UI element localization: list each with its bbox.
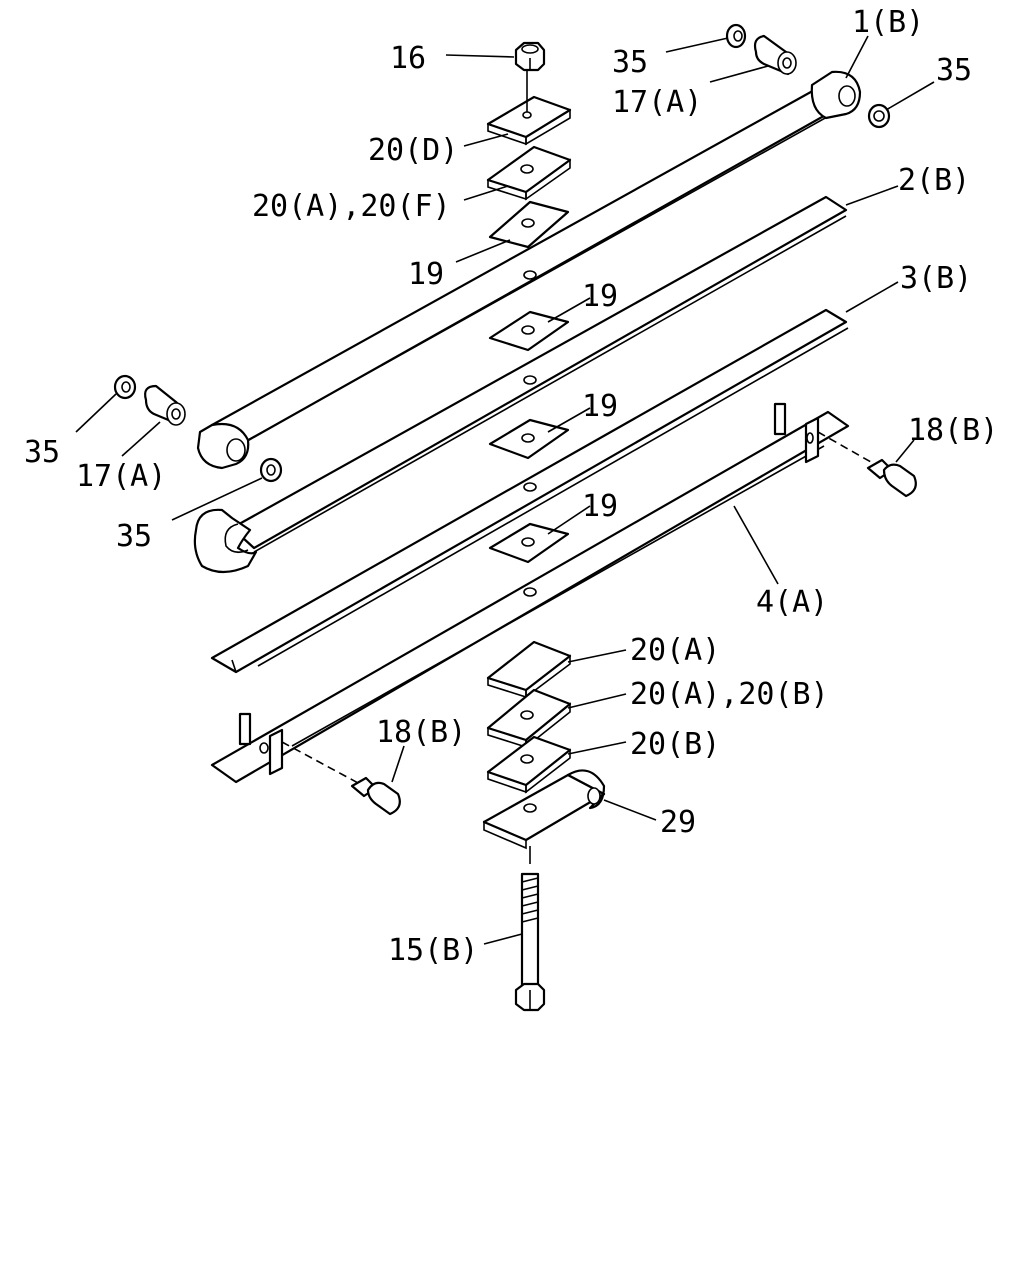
washer-35-a — [725, 23, 747, 49]
callout-19-top: 19 — [408, 257, 444, 292]
callout-29: 29 — [660, 805, 696, 840]
callout-35-top: 35 — [612, 45, 648, 80]
nut-16 — [514, 41, 546, 72]
callout-35-left: 35 — [24, 435, 60, 470]
callout-18b-rear: 18(B) — [376, 715, 466, 750]
callout-20b: 20(B) — [630, 727, 720, 762]
bolt-18b-front — [817, 431, 917, 498]
callout-18b-front: 18(B) — [908, 413, 998, 448]
callout-16: 16 — [390, 41, 426, 76]
washer-35-d — [259, 457, 283, 483]
callout-20d: 20(D) — [368, 133, 458, 168]
leaf-1b — [196, 70, 862, 470]
callout-20a: 20(A) — [630, 633, 720, 668]
bottom-plates — [486, 640, 572, 794]
bushing-17a-front — [753, 34, 797, 76]
bolt-18b-rear — [281, 741, 401, 816]
leaf-2b — [193, 195, 848, 574]
washer-35-c — [113, 374, 137, 400]
center-bolt-15b — [514, 846, 546, 1012]
callout-labels: 16 35 17(A) 1(B) 35 20(D) 20(A),20(F) 2(… — [24, 5, 998, 968]
callout-19-b: 19 — [582, 279, 618, 314]
leaf-4a — [210, 402, 850, 784]
bushing-17a-rear — [144, 384, 186, 426]
callout-17a-rear: 17(A) — [76, 459, 166, 494]
callout-1b: 1(B) — [852, 5, 924, 40]
callout-4a: 4(A) — [756, 585, 828, 620]
callout-17a-front: 17(A) — [612, 85, 702, 120]
callout-20a-20f: 20(A),20(F) — [252, 189, 451, 224]
callout-19-c: 19 — [582, 389, 618, 424]
callout-35-right: 35 — [936, 53, 972, 88]
callout-2b: 2(B) — [898, 163, 970, 198]
washer-35-b — [867, 103, 891, 129]
callout-20a-20b: 20(A),20(B) — [630, 677, 829, 712]
callout-35-bottom: 35 — [116, 519, 152, 554]
callout-15b: 15(B) — [388, 933, 478, 968]
top-plates — [486, 70, 572, 201]
leader-lines — [75, 35, 935, 945]
callout-3b: 3(B) — [900, 261, 972, 296]
bracket-29 — [482, 769, 606, 850]
callout-19-d: 19 — [582, 489, 618, 524]
